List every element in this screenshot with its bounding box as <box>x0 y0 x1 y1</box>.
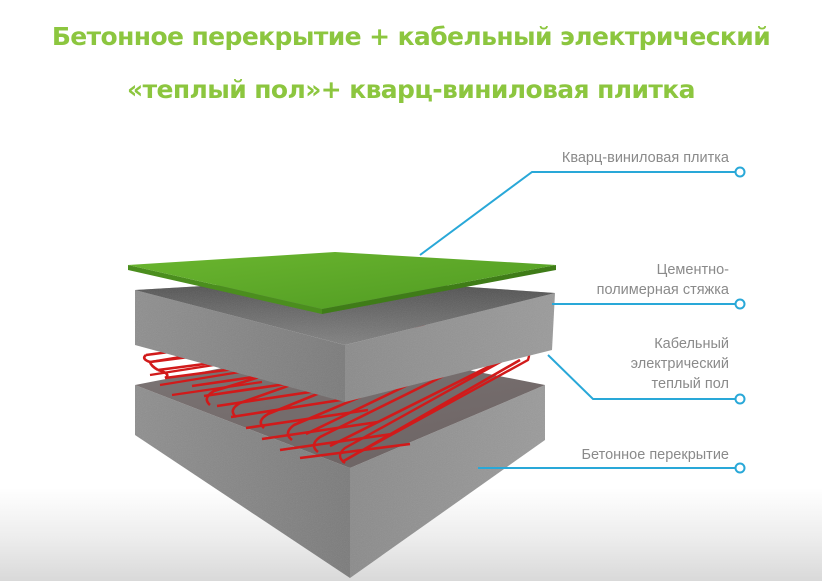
title-line-1: Бетонное перекрытие + кабельный электрич… <box>51 22 771 51</box>
label-cable-line-3: теплый пол <box>651 376 729 392</box>
leader-cable <box>547 354 736 400</box>
leader-tile <box>419 171 738 256</box>
label-cable: Кабельный электрический теплый пол <box>631 334 729 394</box>
label-cable-line-1: Кабельный <box>654 336 729 352</box>
label-cable-line-2: электрический <box>630 356 729 372</box>
leader-tile-dot <box>734 166 746 178</box>
label-screed-line-2: полимерная стяжка <box>596 282 729 298</box>
leader-slab-dot <box>734 462 746 474</box>
leader-lines <box>419 166 746 474</box>
label-screed: Цементно- полимерная стяжка <box>597 260 729 300</box>
label-slab: Бетонное перекрытие <box>581 447 730 463</box>
vinyl-tile <box>128 252 556 314</box>
label-tile: Кварц-виниловая плитка <box>561 150 729 166</box>
title-line-2: «теплый пол»+ кварц-виниловая плитка <box>127 75 696 104</box>
leader-screed-dot <box>734 298 746 310</box>
label-screed-line-1: Цементно- <box>656 262 729 278</box>
leader-cable-dot <box>734 393 746 405</box>
